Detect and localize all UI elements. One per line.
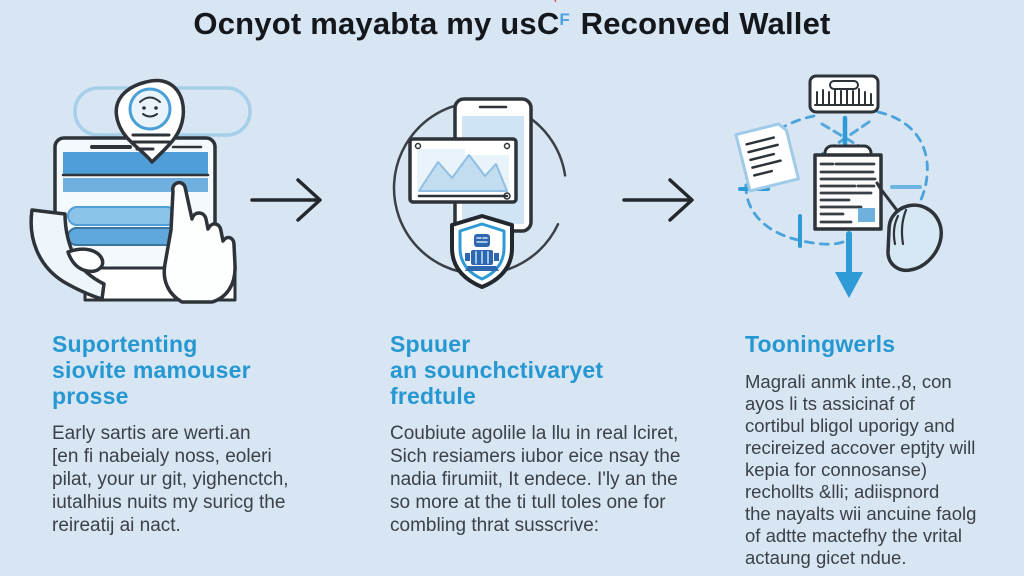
title-special-character: C` [536,0,560,42]
text-line: [en fi nabeialy noss, eoleri [52,446,272,467]
text-line: of adtte mactefhy the vrital [745,525,962,546]
document-signing-flow-illustration [734,74,943,298]
text-line: so more at the ti tull toles one for [390,492,666,513]
heading-line: Tooningwerls [745,331,896,357]
title-special-base: C [536,6,560,41]
heading-line: Suportenting [52,331,198,357]
text-line: nadia firumiit, It endece. I'ly an the [390,469,678,490]
right-arrow-icon [622,178,694,222]
step3-body: Magrali anmk inte.,8, con ayos li ts ass… [745,371,1010,569]
writing-hand [886,203,943,273]
lock-figure-icon [465,234,499,271]
tilted-note [734,122,800,193]
step1-column: Suportenting siovite mamouser prosse Ear… [52,331,372,537]
text-line: recireized accover eptjty will [745,437,976,458]
title-blue-f-glyph: F [559,10,569,30]
text-line: the nayalts wii ancuine faolg [745,503,977,524]
heading-line: prosse [52,383,129,409]
calculator-device [808,74,880,114]
step2-body: Coubiute agolile la llu in real lciret, … [390,422,720,537]
mountains [418,154,508,192]
step1-body: Early sartis are werti.an [en fi nabeial… [52,422,372,537]
step3-heading: Tooningwerls [745,331,1010,357]
text-line: ayos li ts assicinaf of [745,393,915,414]
text-line: actaung gicet ndue. [745,547,907,568]
title-text-post: Reconved Wallet [571,6,831,41]
screen-header-bar [63,152,208,174]
text-line: Magrali anmk inte.,8, con [745,371,952,392]
text-line: kepia for connosanse) [745,459,928,480]
text-line: rechollts &lli; adiispnord [745,481,940,502]
text-line: cortibul bligol uporigy and [745,415,955,436]
bubble-text-lines [131,133,171,151]
text-line: Coubiute agolile la llu in real lciret, [390,423,679,444]
tablet-touch-illustration [29,78,252,304]
step2-column: Spuuer an sounchctivaryet fredtule Coubi… [390,331,720,537]
text-line: pilat, your ur git, yighenctch, [52,469,289,490]
pen [875,181,901,215]
step3-column: Tooningwerls Magrali anmk inte.,8, con a… [745,331,1010,569]
step1-heading: Suportenting siovite mamouser prosse [52,331,372,409]
left-thumb [66,247,105,274]
text-line: reireatij ai nact. [52,515,181,536]
step2-heading: Spuuer an sounchctivaryet fredtule [390,331,720,409]
page-title: Ocnyot mayabta my usC`F Reconved Wallet [0,0,1024,42]
pointing-hand [162,180,237,304]
heading-line: an sounchctivaryet [390,357,604,383]
phone-photo-shield-illustration [392,97,568,289]
rounded-button-bar-1 [67,206,177,226]
right-arrow-icon [250,178,322,222]
face-icon [128,87,172,131]
shield-inner-border [458,222,506,281]
text-line: Sich resiamers iubor eice nsay the [390,446,681,467]
dashed-flow-right [876,110,929,228]
heading-line: fredtule [390,383,476,409]
title-text-pre: Ocnyot mayabta my us [193,6,537,41]
document-blue-block [858,208,875,222]
text-line: Early sartis are werti.an [52,423,251,444]
heading-line: Spuuer [390,331,471,357]
heading-line: siovite mamouser [52,357,251,383]
document-text-lines [819,162,877,224]
text-line: combling thrat susscrive: [390,515,600,536]
rounded-button-bar-2 [67,227,177,246]
text-line: iutalhius nuits my suricg the [52,492,286,513]
